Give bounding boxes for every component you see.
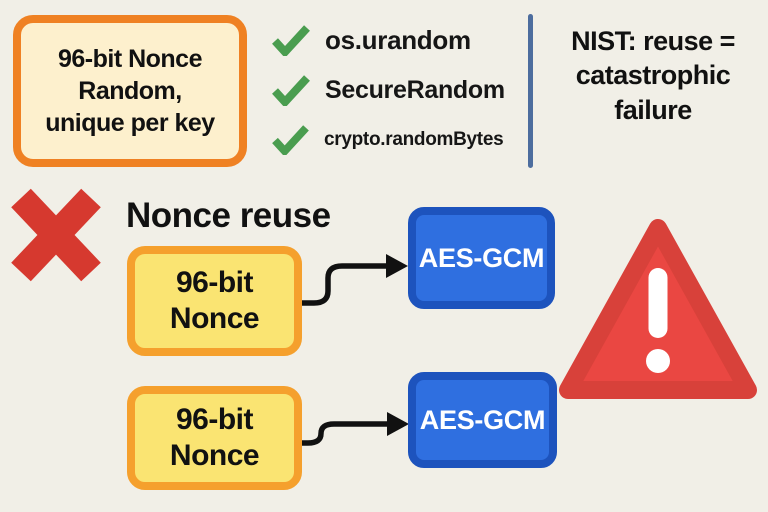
checkmark-icon (272, 25, 310, 56)
checklist-label: crypto.randomBytes (324, 128, 504, 150)
checkmark-icon (272, 75, 310, 106)
checkmark-icon (272, 125, 309, 155)
aes-gcm-label: AES-GCM (418, 242, 545, 273)
checklist-row-os-urandom: os.urandom (272, 24, 471, 56)
arrow-nonce2-to-aes2 (295, 421, 391, 446)
checklist-label: os.urandom (325, 24, 471, 55)
aes-gcm-box-2: AES-GCM (408, 372, 557, 468)
arrowhead-2 (387, 412, 409, 436)
arrow-nonce1-to-aes1 (295, 263, 390, 306)
nonce-box-1: 96-bit Nonce (127, 246, 302, 356)
exclamation-bar (648, 268, 668, 338)
checklist-row-securerandom: SecureRandom (272, 74, 505, 106)
best-practice-box: 96-bit Nonce Random, unique per key (13, 15, 247, 167)
aes-gcm-label: AES-GCM (419, 404, 546, 435)
nonce-box-label: 96-bit Nonce (169, 266, 260, 335)
vertical-divider (528, 14, 533, 168)
warning-triangle-icon (559, 219, 757, 399)
exclamation-dot (646, 349, 670, 373)
checklist-label: SecureRandom (325, 75, 505, 104)
nonce-box-label: 96-bit Nonce (169, 403, 260, 472)
aes-gcm-box-1: AES-GCM (408, 207, 555, 309)
nist-note: NIST: reuse = catastrophic failure (571, 26, 735, 125)
best-practice-text: 96-bit Nonce Random, unique per key (45, 45, 215, 137)
checklist-row-crypto-randombytes: crypto.randomBytes (272, 124, 504, 155)
x-mark-icon (11, 188, 101, 282)
nonce-reuse-heading: Nonce reuse (126, 196, 331, 235)
arrowhead-1 (386, 254, 408, 278)
nonce-box-2: 96-bit Nonce (127, 386, 302, 490)
